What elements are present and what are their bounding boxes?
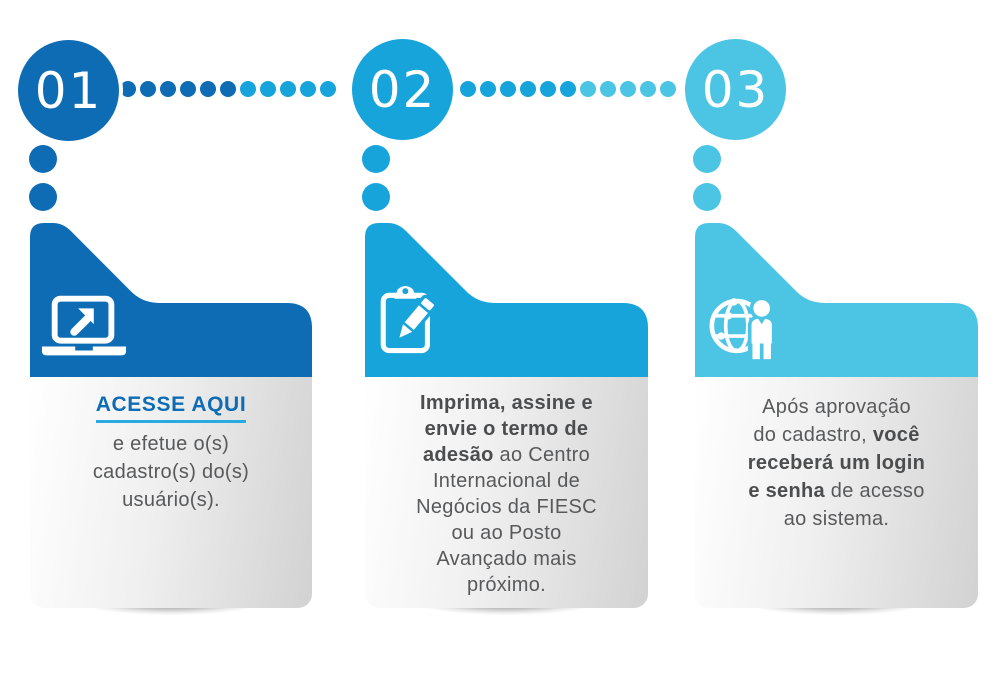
- dot: [480, 81, 496, 97]
- text-line: cadastro(s) do(s): [92, 461, 250, 483]
- step-3-card-body: [695, 377, 978, 608]
- dot: [280, 81, 296, 97]
- text-line: e efetue o(s): [112, 433, 230, 455]
- dot: [29, 145, 57, 173]
- step-1-badge: 01: [18, 40, 119, 141]
- dot: [500, 81, 516, 97]
- dot: [200, 81, 216, 97]
- step-2-number: 02: [368, 60, 437, 119]
- step-1-card: ACESSE AQUI e efetue o(s) cadastro(s) do(…: [30, 223, 312, 630]
- text-line: receberá um login: [747, 452, 926, 474]
- step-3-text: Após aprovação do cadastro, você receberá …: [703, 377, 970, 533]
- dot: [320, 81, 336, 97]
- dot: [460, 81, 476, 97]
- dot: [520, 81, 536, 97]
- step-2-card-body: [365, 377, 648, 608]
- text-line: usuário(s).: [122, 489, 220, 511]
- dot: [260, 81, 276, 97]
- dot: [180, 81, 196, 97]
- dot: [300, 81, 316, 97]
- dot: [620, 81, 636, 97]
- acesse-aqui-link[interactable]: ACESSE AQUI: [95, 393, 247, 423]
- dot: [693, 183, 721, 211]
- step-2-card-header: [365, 223, 648, 377]
- text-line: Imprima, assine e: [420, 392, 593, 414]
- dot: [362, 145, 390, 173]
- dot: [600, 81, 616, 97]
- text-line: ao sistema.: [783, 508, 890, 530]
- dot: [240, 81, 256, 97]
- step-2-description: Imprima, assine e envie o termo de adesão …: [373, 390, 640, 598]
- step-1-text: ACESSE AQUI e efetue o(s) cadastro(s) do(…: [38, 377, 304, 514]
- dot: [660, 81, 676, 97]
- text-line: do cadastro, você: [753, 424, 920, 446]
- step-2-text: Imprima, assine e envie o termo de adesão …: [373, 377, 640, 598]
- dot: [693, 145, 721, 173]
- dot: [140, 81, 156, 97]
- dot: [640, 81, 656, 97]
- step-2-badge: 02: [352, 39, 453, 140]
- dot: [580, 81, 596, 97]
- text-line: próximo.: [466, 574, 547, 596]
- dot: [362, 183, 390, 211]
- dot: [560, 81, 576, 97]
- step-1-description: e efetue o(s) cadastro(s) do(s) usuário(s)…: [38, 430, 304, 514]
- text-line: Avançado mais: [436, 548, 577, 570]
- clipboard-pencil-icon: [380, 286, 438, 354]
- globe-person-icon: [709, 296, 776, 360]
- dot: [540, 81, 556, 97]
- laptop-arrow-icon: [41, 295, 127, 356]
- dot: [160, 81, 176, 97]
- step-1-card-body: [30, 377, 312, 608]
- text-line: adesão ao Centro: [422, 444, 591, 466]
- text-line: Internacional de: [432, 470, 581, 492]
- text-line: e senha de acesso: [748, 480, 925, 502]
- text-line: ou ao Posto: [451, 522, 562, 544]
- text-line: Após aprovação: [762, 396, 911, 418]
- step-2-card: Imprima, assine e envie o termo de adesão …: [365, 223, 648, 630]
- step-3-badge: 03: [685, 39, 786, 140]
- dot: [29, 183, 57, 211]
- text-line: Negócios da FIESC: [416, 496, 597, 518]
- step-3-description: Após aprovação do cadastro, você receberá …: [703, 393, 970, 533]
- step-3-number: 03: [701, 60, 770, 119]
- text-line: envie o termo de: [424, 418, 589, 440]
- step-1-number: 01: [34, 61, 103, 120]
- dot: [220, 81, 236, 97]
- step-3-card: Após aprovação do cadastro, você receberá …: [695, 223, 978, 630]
- dot: [120, 81, 136, 97]
